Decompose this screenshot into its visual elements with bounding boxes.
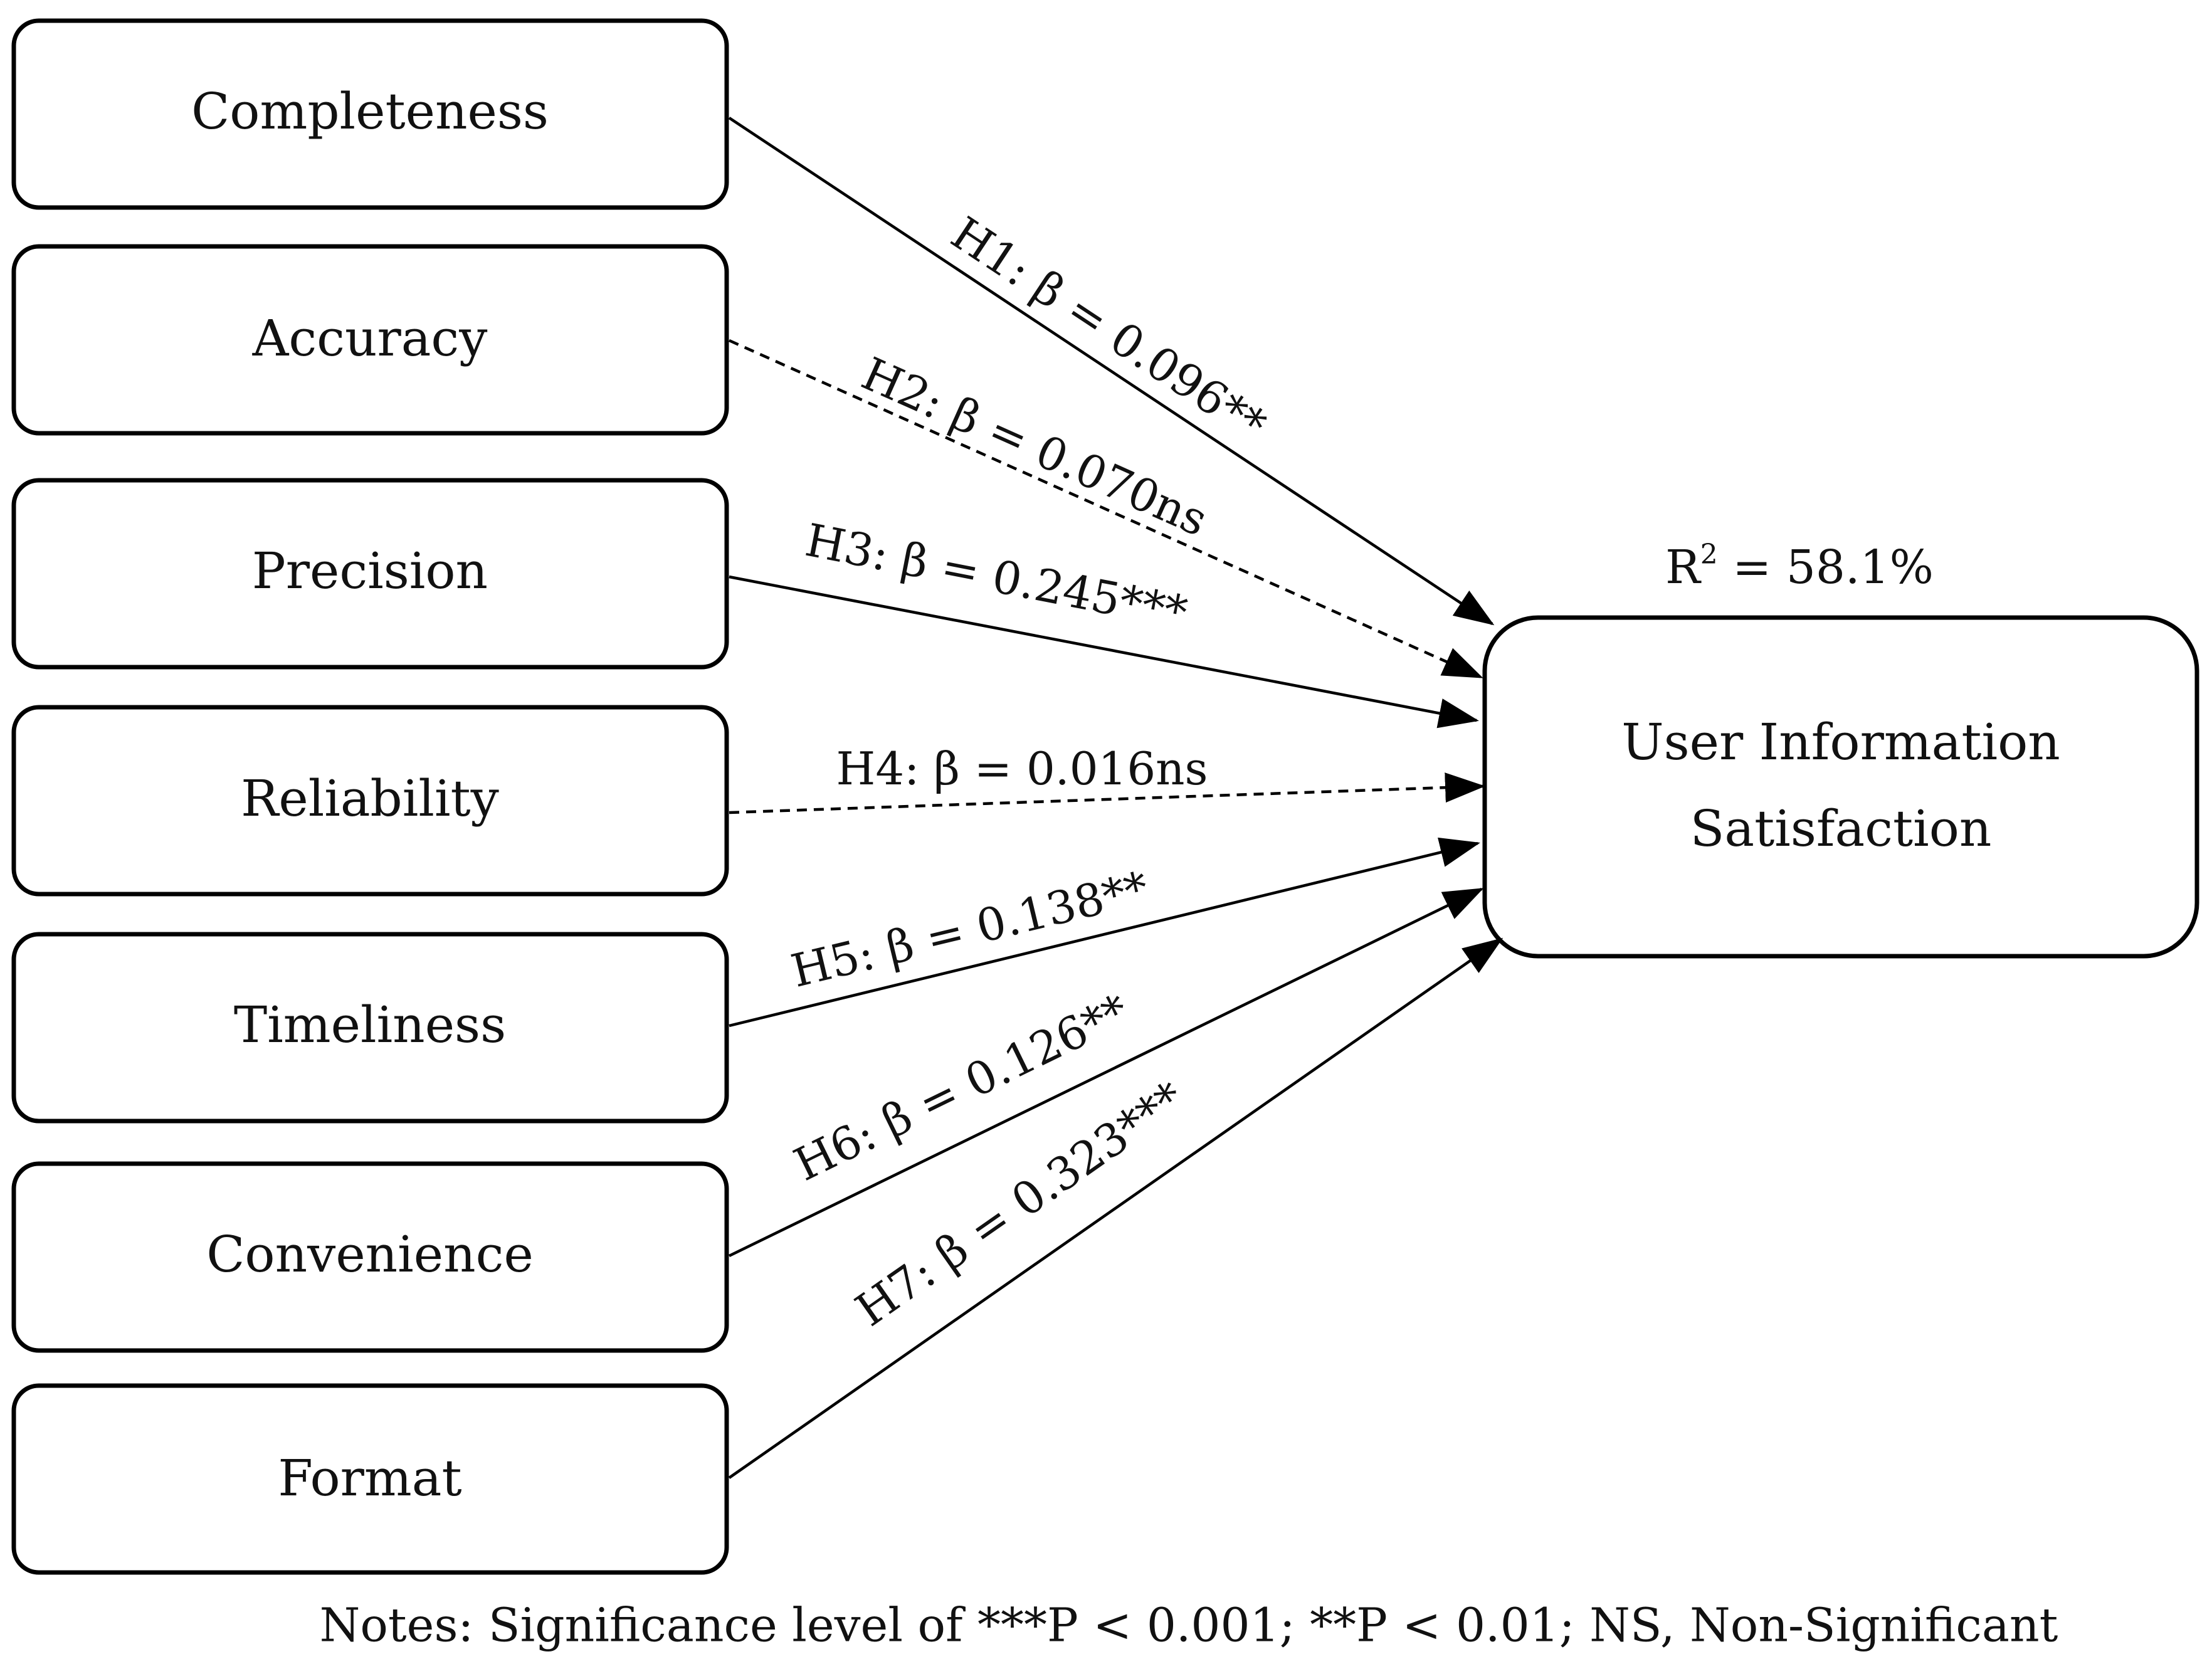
predictor-box-convenience: Convenience <box>11 1161 729 1353</box>
predictor-box-reliability: Reliability <box>11 705 729 897</box>
path-label-h4: H4: β = 0.016ns <box>836 742 1208 795</box>
path-arrow-h5 <box>729 837 1480 1028</box>
predictor-label-accuracy: Accuracy <box>252 309 488 367</box>
path-arrow-h6 <box>729 887 1484 1258</box>
notes-text: Notes: Significance level of ***P < 0.00… <box>320 1598 2058 1652</box>
predictor-label-precision: Precision <box>252 542 488 600</box>
path-label-h5: H5: β = 0.138** <box>786 861 1153 997</box>
path-arrow-h3 <box>729 575 1479 729</box>
outcome-box: User Information Satisfaction <box>1482 615 2199 959</box>
outcome-label-line1: User Information <box>1621 713 2060 771</box>
r-squared-label: R2 = 58.1% <box>1665 539 1934 595</box>
predictor-label-reliability: Reliability <box>241 769 499 828</box>
predictor-label-convenience: Convenience <box>206 1225 534 1283</box>
path-label-h3: H3: β = 0.245*** <box>801 514 1191 639</box>
predictor-box-format: Format <box>11 1383 729 1575</box>
predictor-label-format: Format <box>278 1449 461 1507</box>
predictor-box-precision: Precision <box>11 478 729 670</box>
outcome-label-line2: Satisfaction <box>1690 799 1992 858</box>
predictor-label-timeliness: Timeliness <box>234 996 506 1054</box>
predictor-box-accuracy: Accuracy <box>11 244 729 436</box>
predictor-box-completeness: Completeness <box>11 18 729 210</box>
path-arrow-h1 <box>728 117 1495 626</box>
predictor-box-timeliness: Timeliness <box>11 932 729 1124</box>
path-arrow-h4 <box>729 772 1485 814</box>
path-arrow-h7 <box>728 937 1504 1479</box>
path-arrow-h2 <box>729 339 1483 679</box>
predictor-label-completeness: Completeness <box>191 82 549 140</box>
